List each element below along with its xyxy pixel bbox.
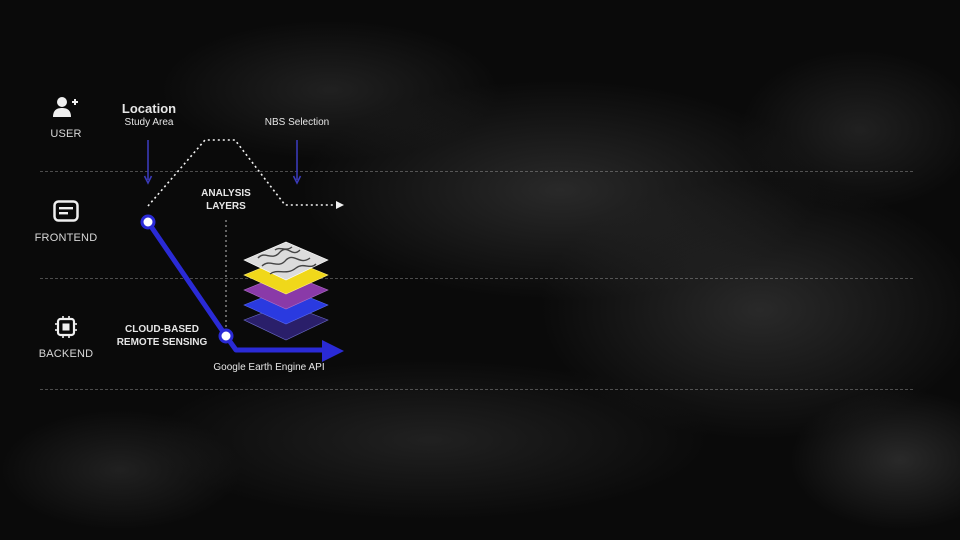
cloud-sensing-line2: REMOTE SENSING (116, 337, 208, 348)
lane-divider-frontend-backend (40, 278, 913, 279)
lane-label-backend: BACKEND (38, 348, 94, 360)
lane-divider-bottom (40, 389, 913, 390)
lane-label-frontend: FRONTEND (34, 232, 98, 244)
location-input-arrow (143, 140, 153, 185)
cloud-sensing-line1: CLOUD-BASED (125, 324, 199, 335)
frontend-node (140, 214, 156, 230)
backend-flow-line (145, 220, 326, 353)
lane-user: USER (20, 96, 112, 142)
frontend-dotted-path (147, 139, 335, 207)
analysis-layers-line2: LAYERS (206, 201, 246, 212)
browser-window-icon (53, 200, 79, 222)
imagery-texture (257, 246, 317, 275)
cpu-chip-icon (55, 316, 77, 338)
api-label: Google Earth Engine API (213, 362, 325, 373)
cloud-sensing-label: CLOUD-BASED REMOTE SENSING (108, 323, 216, 349)
lane-label-user: USER (50, 128, 82, 140)
nbs-selection-input-arrow (292, 140, 302, 185)
add-user-icon (53, 97, 78, 117)
lane-frontend: FRONTEND (20, 200, 112, 246)
location-subtitle: Study Area (124, 117, 174, 128)
location-title: Location (121, 101, 177, 116)
location-step: Location Study Area (110, 101, 188, 128)
lane-divider-user-frontend (40, 171, 913, 172)
frontend-path-arrowhead (336, 201, 344, 209)
analysis-layers-line1: ANALYSIS (201, 188, 251, 199)
analysis-layers-stack (243, 241, 329, 341)
backend-node (218, 328, 234, 344)
backend-flow-arrowhead (322, 340, 344, 362)
nbs-selection-label: NBS Selection (264, 117, 330, 128)
analysis-layers-label: ANALYSIS LAYERS (190, 187, 262, 213)
lane-backend: BACKEND (20, 316, 112, 362)
